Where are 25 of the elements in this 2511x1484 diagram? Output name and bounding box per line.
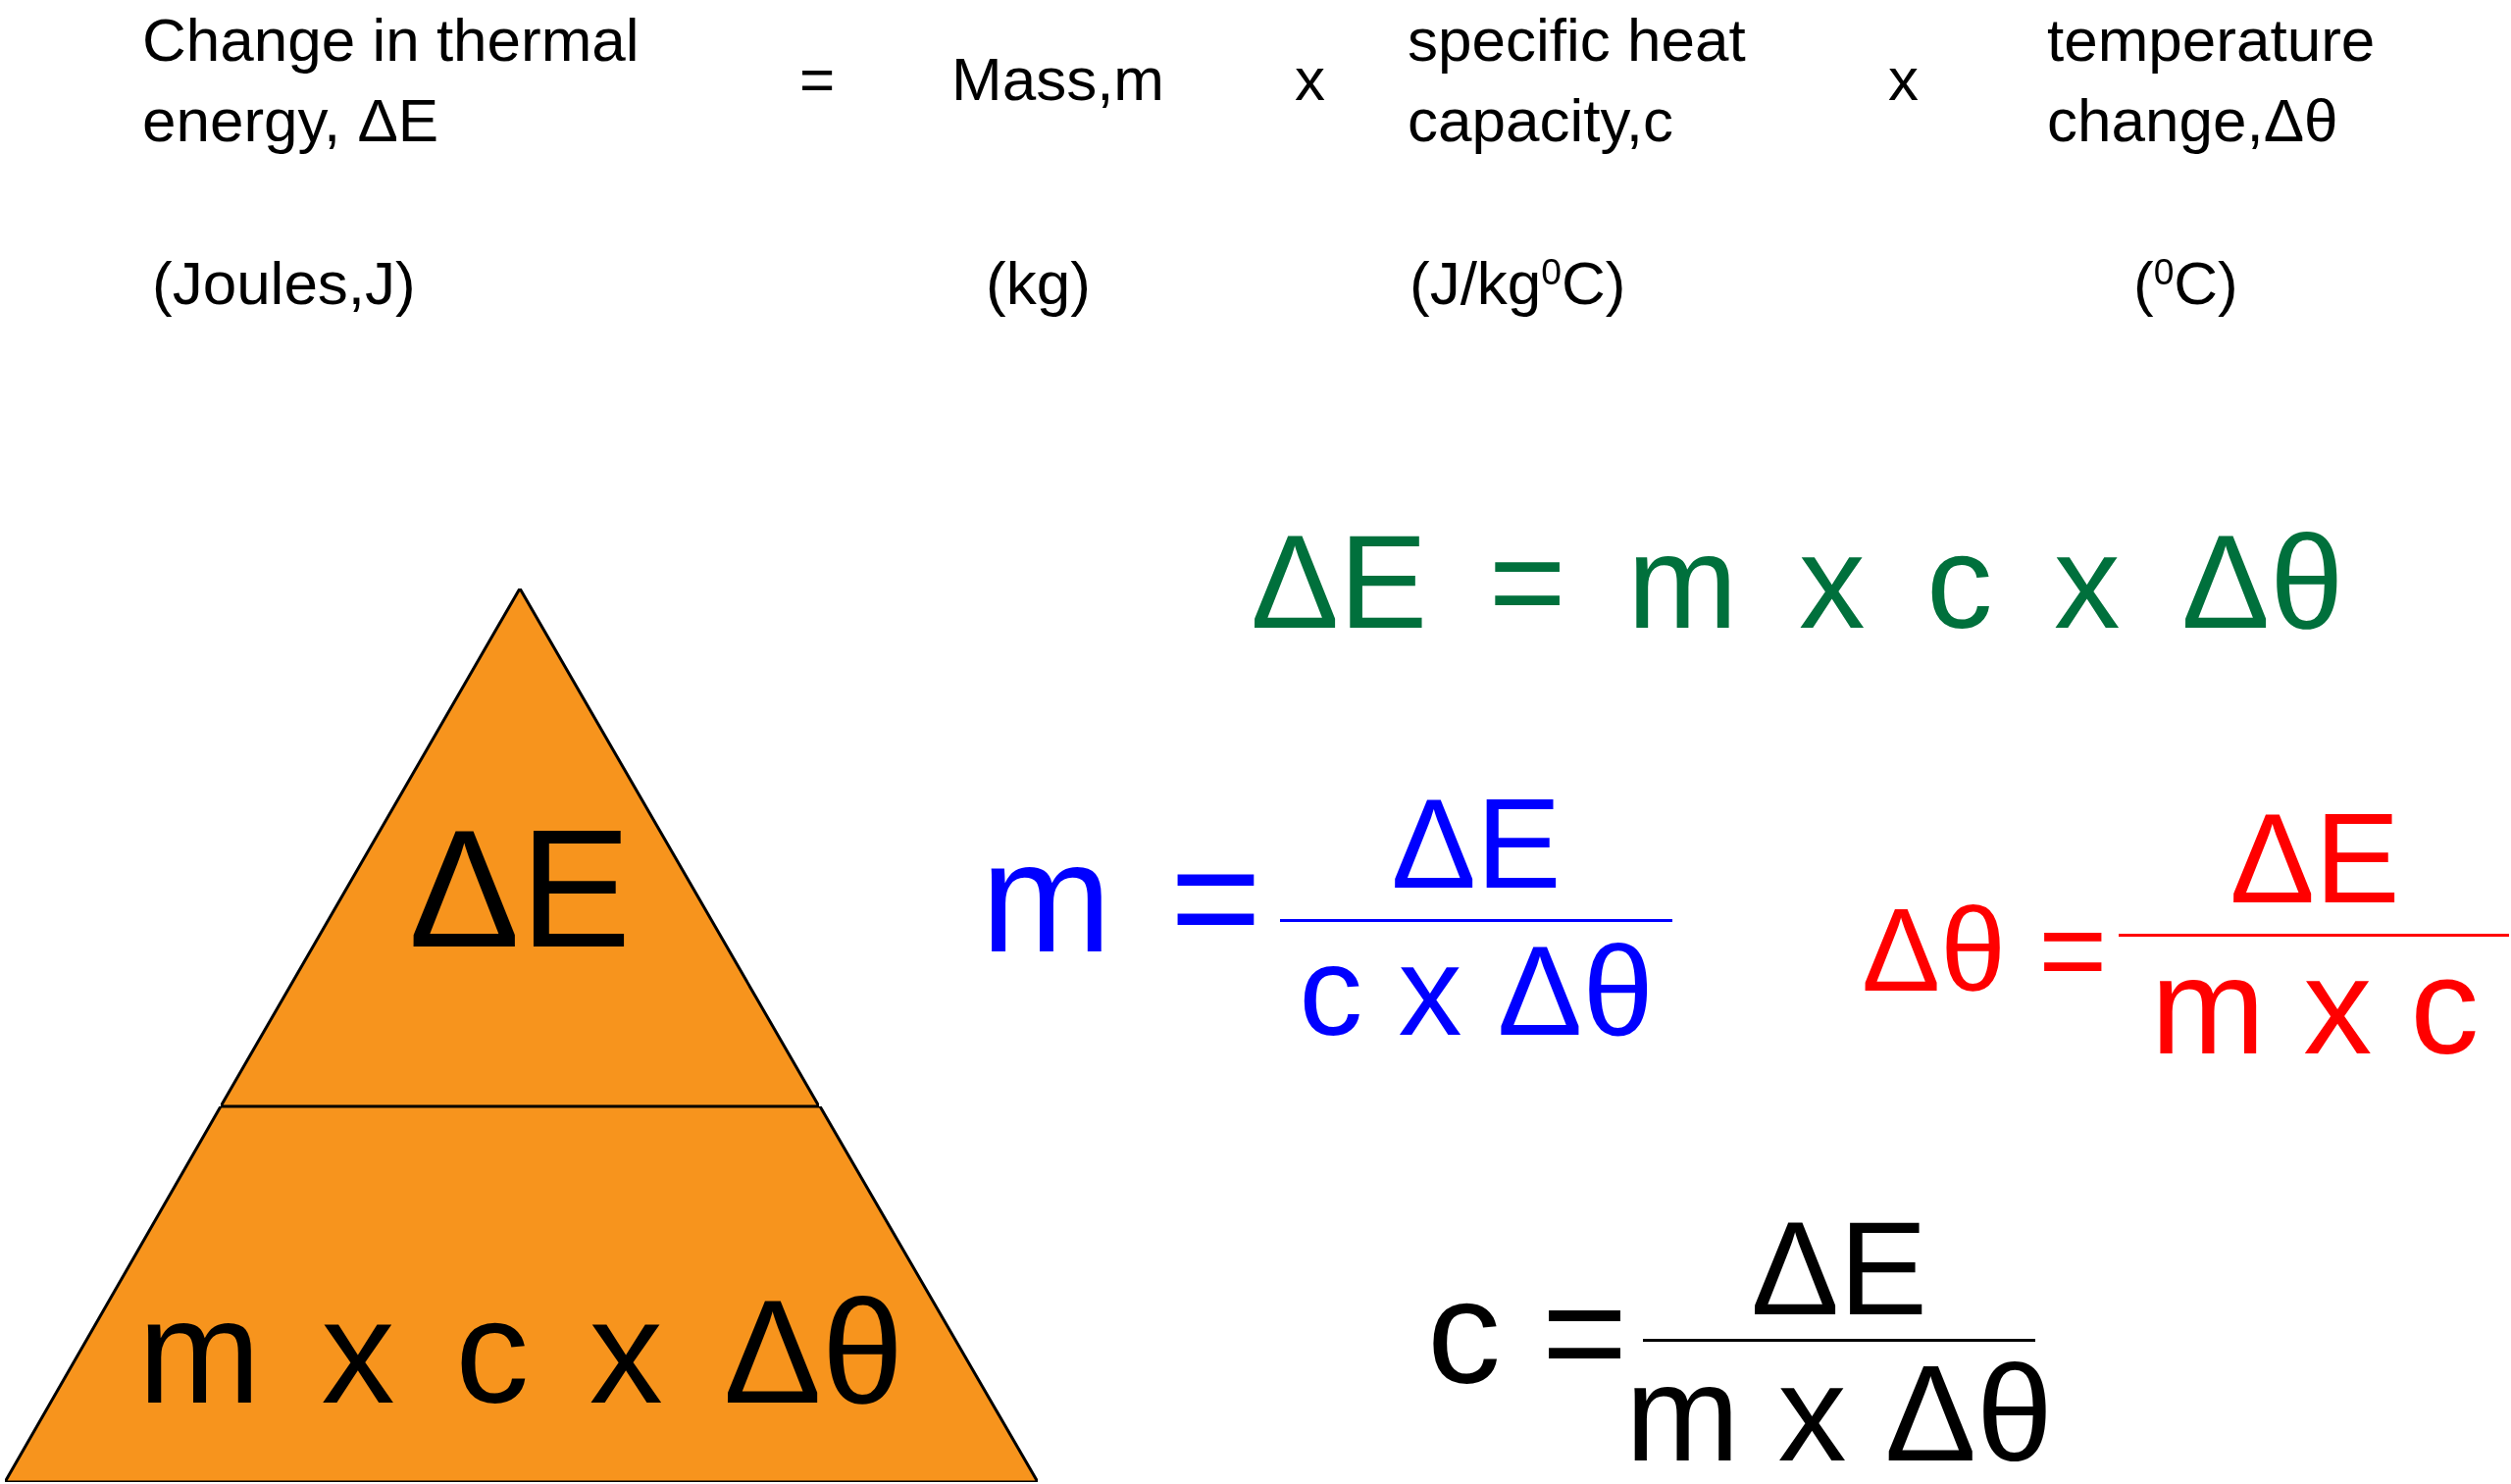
equals-sign: = — [799, 44, 836, 115]
quantity-name: specific heat capacity,c — [1408, 5, 1747, 156]
quantity-symbol: ΔE — [408, 805, 632, 972]
equation-subject: m = — [981, 819, 1262, 976]
formula-product: m x c x Δθ — [137, 1278, 904, 1425]
unit-label: (kg) — [986, 248, 1091, 319]
fraction-denominator: m x Δθ — [1625, 1345, 2053, 1482]
equation-subject: Δθ = — [1862, 891, 2108, 1008]
unit-label: (Joules,J) — [152, 248, 416, 319]
fraction-numerator: ΔE — [2229, 794, 2400, 922]
quantity-name: temperature change,Δθ — [2047, 5, 2377, 156]
fraction-denominator: m x c — [2150, 938, 2480, 1075]
fraction-denominator: c x Δθ — [1299, 927, 1654, 1054]
triangle-top-section — [221, 588, 819, 1106]
fraction-numerator: ΔE — [1391, 780, 1562, 907]
unit-label: (J/kg$^{0}$C) — [1409, 248, 1626, 319]
times-sign: x — [1295, 44, 1325, 115]
equation-subject: c = — [1427, 1258, 1628, 1406]
fraction-numerator: ΔE — [1750, 1203, 1928, 1335]
quantity-name: Mass,m — [951, 44, 1164, 115]
quantity-name: Change in thermal energy, ΔE — [142, 5, 641, 156]
times-sign: x — [1888, 44, 1919, 115]
equation-text: ΔE = m x c x Δθ — [1251, 516, 2344, 648]
triangle-bottom-section — [5, 1106, 1038, 1482]
unit-label: ($^{0}$C) — [2133, 248, 2238, 319]
